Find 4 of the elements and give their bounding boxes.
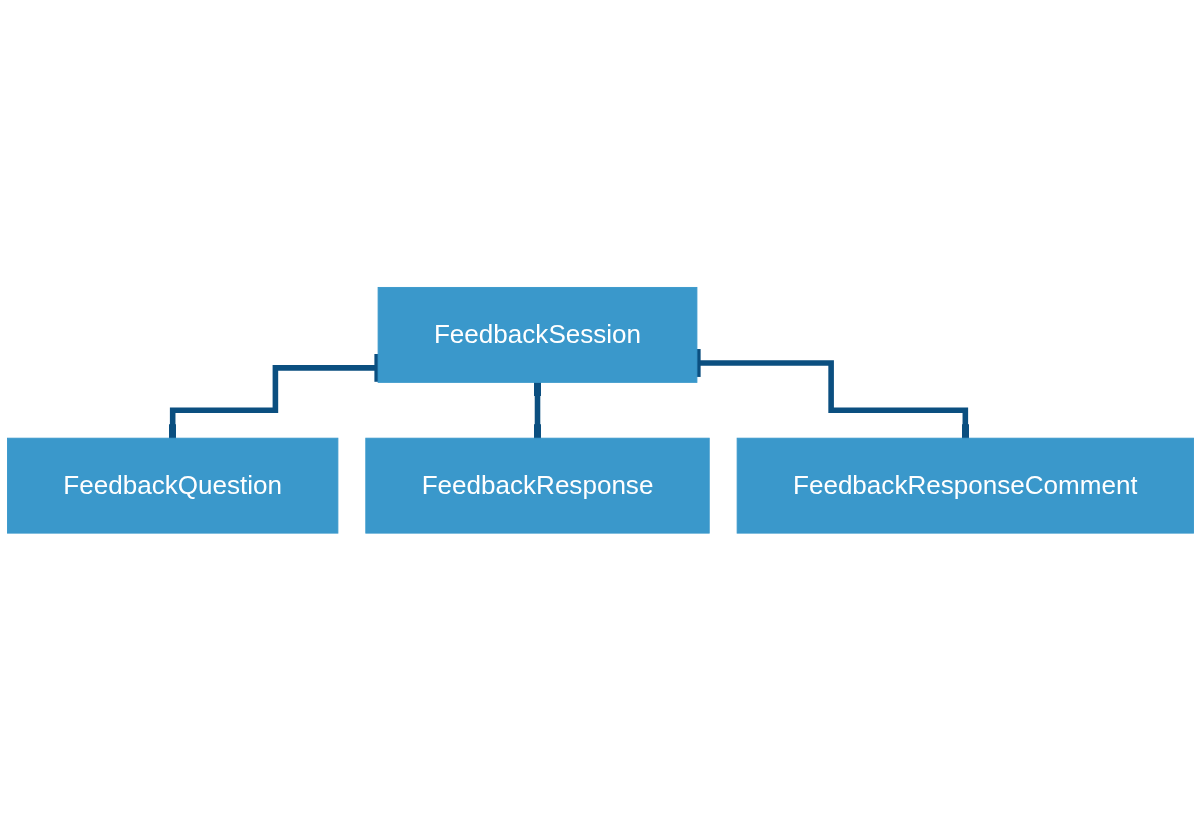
node-box: FeedbackQuestion — [7, 437, 339, 534]
node-box: FeedbackResponse — [365, 437, 710, 534]
node-box: FeedbackSession — [377, 287, 698, 384]
node-box: FeedbackResponseComment — [736, 437, 1194, 534]
